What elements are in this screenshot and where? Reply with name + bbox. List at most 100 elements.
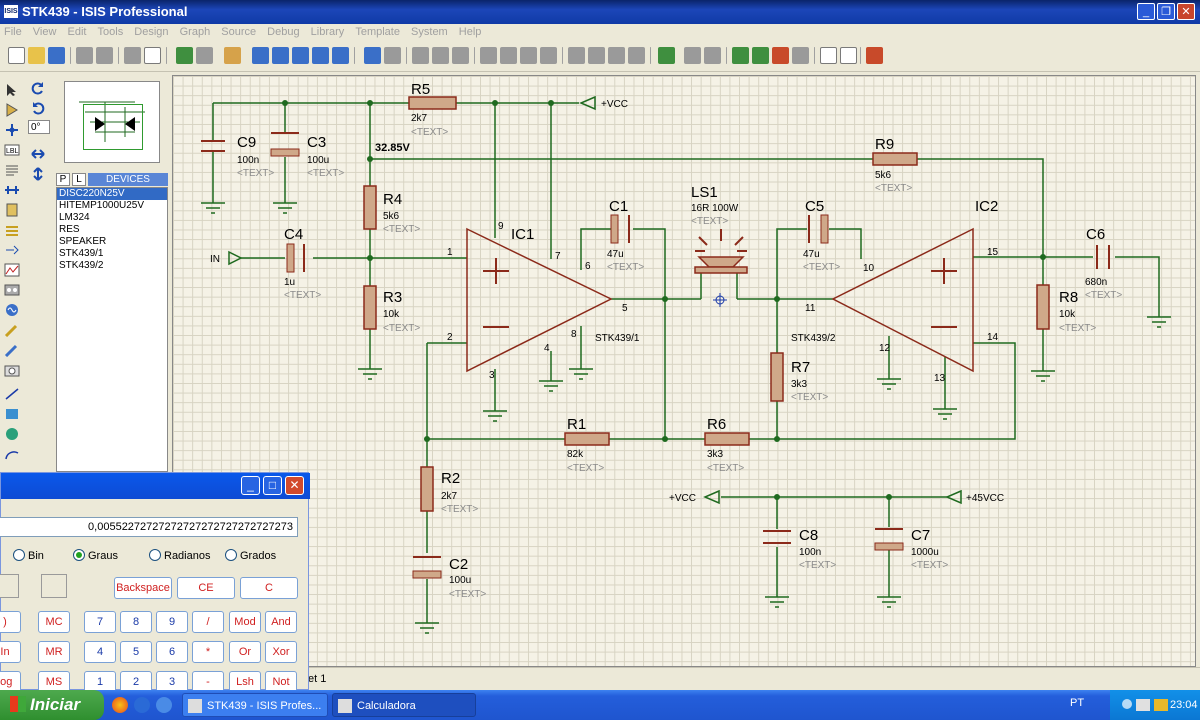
menu-design[interactable]: Design <box>134 26 169 38</box>
input-terminal-icon[interactable] <box>228 250 243 266</box>
resistor-r3[interactable] <box>363 285 377 330</box>
device-list-item[interactable]: STK439/1 <box>59 248 104 259</box>
chrome-icon[interactable] <box>112 697 128 713</box>
cut-icon[interactable] <box>412 47 429 64</box>
device-list-item[interactable]: HITEMP1000U25V <box>59 200 145 211</box>
menu-debug[interactable]: Debug <box>267 26 300 38</box>
selection-mode-icon[interactable] <box>4 83 20 97</box>
menu-library[interactable]: Library <box>310 26 345 38</box>
block-move-icon[interactable] <box>500 47 517 64</box>
calc-minimize-button[interactable]: _ <box>241 476 260 495</box>
opamp-ic1[interactable] <box>466 227 613 373</box>
explorer-icon[interactable] <box>156 697 172 713</box>
device-list[interactable]: DISC220N25V HITEMP1000U25V LM324 RES SPE… <box>56 187 168 472</box>
ce-button[interactable]: CE <box>177 577 235 599</box>
calc-button[interactable]: / <box>192 611 224 633</box>
calc-button[interactable]: And <box>265 611 297 633</box>
capacitor-c5[interactable] <box>808 214 829 244</box>
block-delete-icon[interactable] <box>540 47 557 64</box>
device-list-item[interactable]: SPEAKER <box>59 236 107 247</box>
calc-maximize-button[interactable]: □ <box>263 476 282 495</box>
rotation-angle-input[interactable]: 0° <box>28 120 50 134</box>
vcc-top-terminal-icon[interactable] <box>579 95 596 111</box>
zoom-out-icon[interactable] <box>292 47 309 64</box>
pick-device-icon[interactable] <box>568 47 585 64</box>
calc-button[interactable]: 6 <box>156 641 188 663</box>
subcircuit-icon[interactable] <box>4 203 20 217</box>
sheet-tab[interactable]: et 1 <box>308 673 327 685</box>
decompose-icon[interactable] <box>628 47 645 64</box>
close-button[interactable]: ✕ <box>1177 3 1195 20</box>
maximize-button[interactable]: ❐ <box>1157 3 1175 20</box>
device-pin-icon[interactable] <box>4 243 20 257</box>
calc-button[interactable]: MS <box>38 671 70 693</box>
vcc45-terminal-icon[interactable] <box>945 489 962 505</box>
new-file-icon[interactable] <box>8 47 25 64</box>
copy-icon[interactable] <box>432 47 449 64</box>
calc-button[interactable]: MC <box>38 611 70 633</box>
voltage-probe-icon[interactable] <box>4 323 20 338</box>
pick-devices-button[interactable]: P <box>56 173 70 186</box>
radio-grados-icon[interactable] <box>225 549 237 561</box>
terminal-icon[interactable] <box>4 223 20 237</box>
ie-icon[interactable] <box>134 697 150 713</box>
calc-button[interactable]: ) <box>0 611 21 633</box>
network-icon[interactable] <box>1136 699 1150 711</box>
menu-tools[interactable]: Tools <box>97 26 124 38</box>
calc-button[interactable]: * <box>192 641 224 663</box>
zoom-in-icon[interactable] <box>272 47 289 64</box>
undo-icon[interactable] <box>364 47 381 64</box>
start-button[interactable]: Iniciar <box>0 690 104 720</box>
tape-recorder-icon[interactable] <box>4 283 20 297</box>
radio-radianos-icon[interactable] <box>149 549 161 561</box>
block-copy-icon[interactable] <box>480 47 497 64</box>
task-calculator[interactable]: Calculadora <box>332 693 476 717</box>
calc-button[interactable]: 7 <box>84 611 116 633</box>
radio-bin-icon[interactable] <box>13 549 25 561</box>
calc-button[interactable]: Mod <box>229 611 261 633</box>
menu-file[interactable]: File <box>4 26 22 38</box>
calc-button[interactable]: 9 <box>156 611 188 633</box>
export-icon[interactable] <box>96 47 113 64</box>
radio-radianos[interactable]: Radianos <box>149 549 210 562</box>
resistor-r7[interactable] <box>770 352 784 402</box>
resistor-r4[interactable] <box>363 185 377 230</box>
virtual-instrument-icon[interactable] <box>4 363 20 377</box>
zoom-area-icon[interactable] <box>332 47 349 64</box>
circle-icon[interactable] <box>4 427 20 441</box>
arc-icon[interactable] <box>4 447 20 461</box>
current-probe-icon[interactable] <box>4 343 20 358</box>
radio-graus[interactable]: Graus <box>73 549 118 562</box>
radio-graus-icon[interactable] <box>73 549 85 561</box>
schematic-canvas[interactable]: +VCC IN +VCC +45VCC 32.85V C9 C3 R5 R4 R… <box>172 75 1196 667</box>
tray-expand-icon[interactable] <box>1122 699 1132 709</box>
calc-button[interactable]: Or <box>229 641 261 663</box>
new-sheet-icon[interactable] <box>732 47 749 64</box>
menu-system[interactable]: System <box>411 26 448 38</box>
backspace-button[interactable]: Backspace <box>114 577 172 599</box>
component-mode-icon[interactable] <box>4 103 20 117</box>
opamp-ic2[interactable] <box>831 227 974 373</box>
calc-button[interactable]: MR <box>38 641 70 663</box>
radio-grados[interactable]: Grados <box>225 549 276 562</box>
capacitor-c9[interactable] <box>201 140 225 152</box>
resistor-r6[interactable] <box>704 432 750 446</box>
overview-window[interactable] <box>56 75 168 167</box>
calc-button[interactable]: log <box>0 671 21 693</box>
bus-icon[interactable] <box>4 183 20 197</box>
vcc-mid-terminal-icon[interactable] <box>703 489 720 505</box>
redo-icon[interactable] <box>384 47 401 64</box>
make-device-icon[interactable] <box>588 47 605 64</box>
text-script-icon[interactable] <box>4 163 20 177</box>
resistor-r8[interactable] <box>1036 284 1050 330</box>
c-button[interactable]: C <box>240 577 298 599</box>
line-icon[interactable] <box>4 387 20 401</box>
open-folder-icon[interactable] <box>28 47 45 64</box>
electrical-rules-icon[interactable] <box>840 47 857 64</box>
radio-bin[interactable]: Bin <box>13 549 44 562</box>
device-list-item[interactable]: LM324 <box>59 212 90 223</box>
resistor-r9[interactable] <box>872 152 918 166</box>
resistor-r1[interactable] <box>564 432 610 446</box>
calc-close-button[interactable]: ✕ <box>285 476 304 495</box>
resistor-r2[interactable] <box>420 466 434 512</box>
